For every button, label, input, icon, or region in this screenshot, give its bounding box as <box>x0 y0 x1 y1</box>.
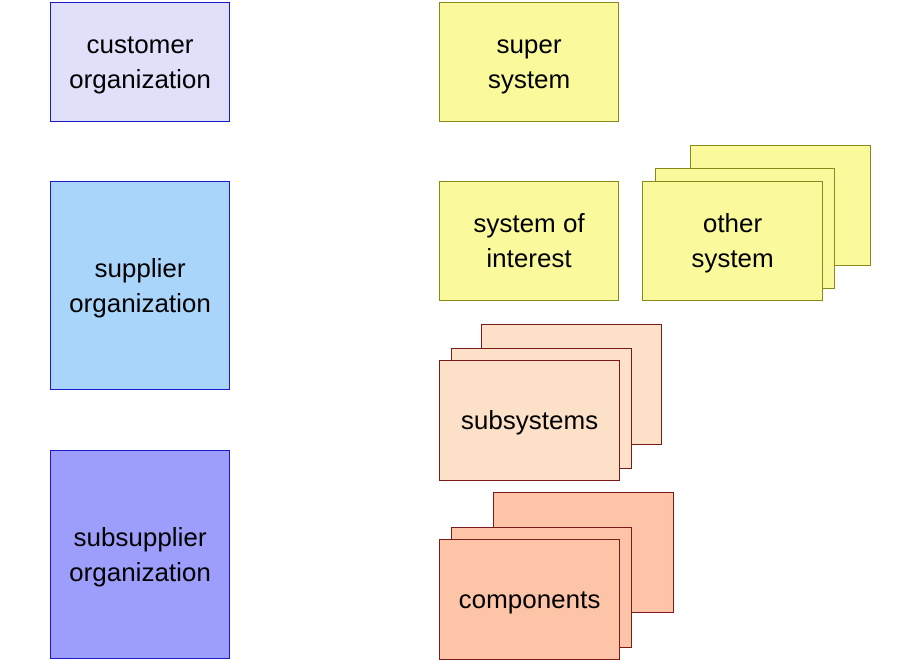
system-of-interest-box: system of interest <box>439 181 619 301</box>
components-box: components <box>439 539 620 660</box>
supplier-organization-box: supplier organization <box>50 181 230 390</box>
customer-organization-box: customer organization <box>50 2 230 122</box>
super-system-box: super system <box>439 2 619 122</box>
other-system-box: other system <box>642 181 823 301</box>
subsupplier-organization-box: subsupplier organization <box>50 450 230 659</box>
subsystems-box: subsystems <box>439 360 620 481</box>
